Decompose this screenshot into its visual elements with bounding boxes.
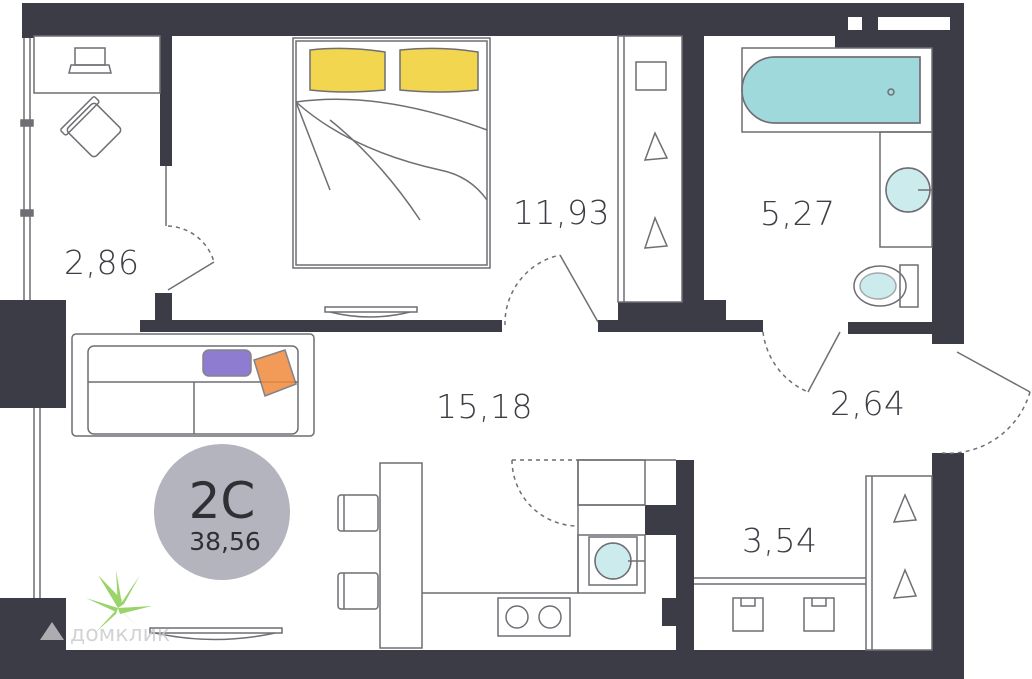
bedroom-door — [504, 254, 599, 326]
apartment-type: 2С — [189, 472, 256, 530]
sink-icon — [588, 536, 645, 586]
room-area-wardrobe: 3,54 — [742, 521, 817, 560]
laptop-icon — [68, 47, 112, 74]
loggia-door — [167, 261, 215, 291]
apartment-total-area: 38,56 — [189, 527, 261, 556]
tv-icon — [149, 627, 283, 641]
room-area-living-kitchen: 15,18 — [436, 387, 533, 426]
kitchen-counter — [422, 459, 676, 594]
wardrobe-storage — [694, 475, 933, 651]
bar-stool-icon — [337, 494, 379, 532]
window-living — [33, 408, 41, 598]
sofa-icon — [71, 333, 315, 437]
desk — [33, 35, 161, 94]
bedroom-wardrobe — [617, 35, 683, 303]
tv-icon — [324, 306, 418, 318]
shelf-icon — [635, 61, 667, 91]
apartment-badge — [154, 444, 290, 580]
chair-icon — [60, 96, 122, 158]
watermark: домклик — [40, 622, 170, 647]
bathtub-icon — [741, 47, 933, 133]
sink-icon — [879, 131, 933, 248]
watermark-text: домклик — [70, 622, 170, 647]
hanger-icon — [643, 131, 669, 249]
room-area-bathroom: 5,27 — [760, 194, 835, 233]
walls — [0, 3, 964, 679]
bar-counter — [379, 462, 423, 649]
hanger-icon — [892, 493, 918, 599]
toilet-icon — [853, 264, 919, 308]
stove-icon — [497, 597, 571, 637]
plant-icon — [86, 570, 152, 632]
room-area-loggia: 2,86 — [64, 243, 139, 282]
bed-icon — [292, 37, 491, 269]
entrance-door — [941, 351, 1031, 454]
bathroom-door — [762, 331, 841, 393]
home-icon — [40, 622, 64, 640]
window-loggia — [20, 38, 34, 300]
washer-icon — [803, 597, 835, 632]
room-area-bedroom: 11,93 — [513, 193, 610, 232]
room-area-hallway: 2,64 — [830, 384, 905, 423]
bar-stool-icon — [337, 572, 379, 610]
washer-icon — [732, 597, 764, 632]
door-swing — [167, 225, 215, 263]
